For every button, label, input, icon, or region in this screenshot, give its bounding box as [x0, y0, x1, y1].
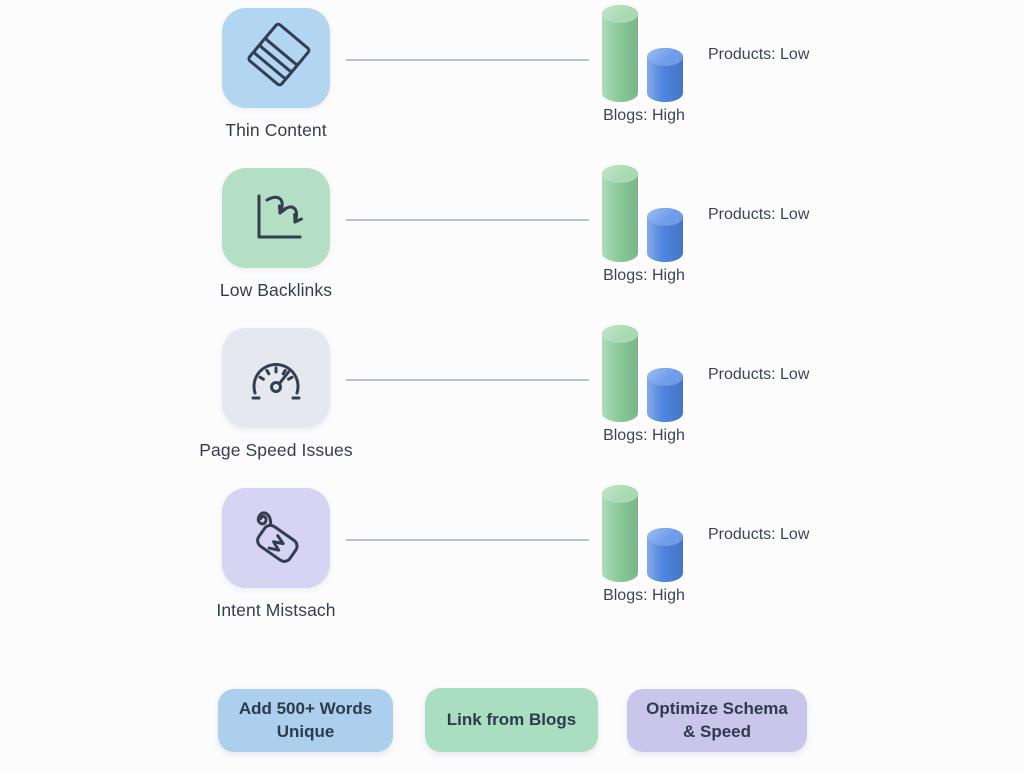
- issue-row-intent-mismatch: Intent Mistsach Blogs: High Products: Lo…: [0, 485, 1024, 648]
- connector-line: [346, 219, 589, 221]
- layers-icon: [247, 22, 311, 87]
- blogs-value-label: Blogs: High: [603, 267, 685, 284]
- price-tag-icon: [256, 511, 299, 563]
- issue-label: Thin Content: [225, 120, 327, 140]
- link-from-blogs-button[interactable]: Link from Blogs: [425, 688, 598, 752]
- connector-line: [346, 379, 589, 381]
- cylinder-top: [602, 5, 638, 23]
- cylinder-top: [647, 528, 683, 546]
- optimize-schema-speed-button[interactable]: Optimize Schema & Speed: [627, 689, 807, 752]
- issue-tile-intent-mismatch: [222, 488, 330, 588]
- cylinder-body: [602, 165, 638, 262]
- products-value-label: Products: Low: [708, 366, 810, 383]
- cylinder-top: [647, 208, 683, 226]
- cylinder-top: [602, 485, 638, 503]
- issue-tile-low-backlinks: [222, 168, 330, 268]
- products-cylinder: [647, 208, 683, 262]
- issue-label: Low Backlinks: [219, 280, 333, 300]
- issue-row-page-speed: Page Speed Issues Blogs: High Products: …: [0, 325, 1024, 488]
- products-value-label: Products: Low: [708, 526, 810, 543]
- issue-label: Intent Mistsach: [216, 600, 336, 620]
- cylinder-top: [602, 325, 638, 343]
- speedometer-icon: [251, 362, 301, 400]
- connector-line: [346, 539, 589, 541]
- blogs-value-label: Blogs: High: [603, 587, 685, 604]
- blogs-value-label: Blogs: High: [603, 107, 685, 124]
- issue-tile-thin-content: [222, 8, 330, 108]
- cylinder-top: [647, 48, 683, 66]
- issue-row-low-backlinks: Low Backlinks Blogs: High Products: Low: [0, 165, 1024, 328]
- issue-tile-page-speed: [222, 328, 330, 428]
- add-words-button[interactable]: Add 500+ Words Unique: [218, 689, 393, 752]
- connector-line: [346, 59, 589, 61]
- products-cylinder: [647, 528, 683, 582]
- blogs-value-label: Blogs: High: [603, 427, 685, 444]
- blogs-cylinder: [602, 165, 638, 262]
- products-cylinder: [647, 48, 683, 102]
- issue-row-thin-content: Thin Content Blogs: High Products: Low: [0, 5, 1024, 168]
- issue-label: Page Speed Issues: [199, 440, 353, 460]
- declining-graph-icon: [257, 194, 303, 239]
- blogs-cylinder: [602, 325, 638, 422]
- products-value-label: Products: Low: [708, 206, 810, 223]
- cylinder-top: [602, 165, 638, 183]
- products-cylinder: [647, 368, 683, 422]
- cylinder-top: [647, 368, 683, 386]
- products-value-label: Products: Low: [708, 46, 810, 63]
- blogs-cylinder: [602, 5, 638, 102]
- blogs-cylinder: [602, 485, 638, 582]
